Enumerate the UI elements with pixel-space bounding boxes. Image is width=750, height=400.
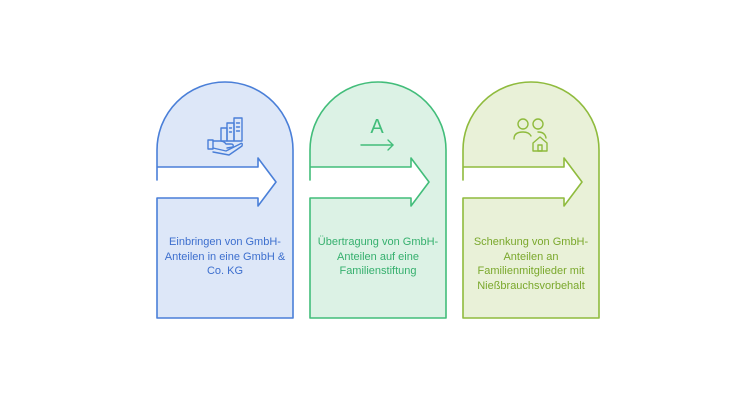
step-card-2: A (309, 81, 447, 319)
letter-a-transfer-icon: A (360, 116, 394, 151)
letter-a-glyph: A (370, 116, 384, 138)
card-shape-1 (156, 81, 294, 319)
card-label-3: Schenkung von GmbH-Anteilen an Familienm… (473, 236, 589, 292)
step-card-1 (156, 81, 294, 319)
family-house-icon (513, 118, 548, 152)
card-label-2: Übertragung von GmbH-Anteilen auf eine F… (317, 236, 439, 277)
card-label-1: Einbringen von GmbH-Anteilen in eine Gmb… (164, 236, 286, 277)
step-card-3 (462, 81, 600, 319)
card-shape-2 (309, 81, 447, 319)
hand-buildings-icon (207, 117, 243, 156)
card-shape-3 (462, 81, 600, 319)
